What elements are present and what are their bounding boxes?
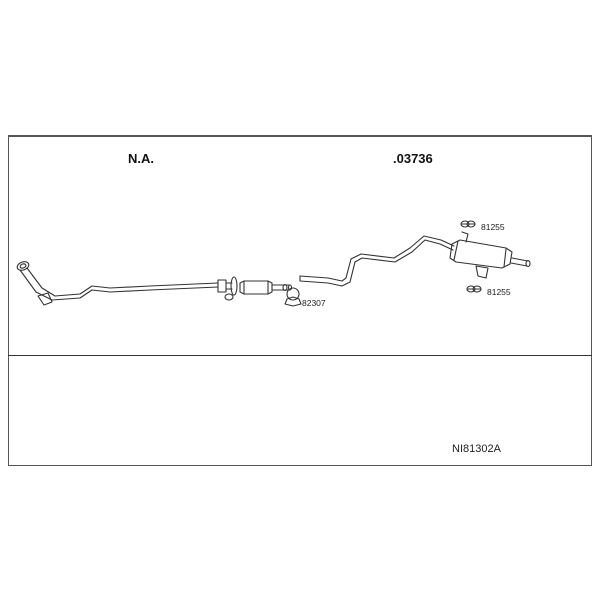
center-silencer <box>239 280 293 295</box>
clamp-81255-bottom <box>466 285 482 293</box>
rear-silencer <box>449 231 531 279</box>
part-number-clamp-bottom: 81255 <box>487 287 511 297</box>
clamp-82307 <box>284 287 302 307</box>
part-number-clamp-top: 81255 <box>481 222 505 232</box>
part-number-clamp-mid: 82307 <box>302 298 326 308</box>
section-label-right: .03736 <box>393 151 433 166</box>
flange-joint <box>217 276 238 301</box>
diagram-code: NI81302A <box>452 443 501 455</box>
rear-pipe <box>299 235 455 287</box>
front-pipe <box>16 261 219 306</box>
section-label-left: N.A. <box>128 151 154 166</box>
clamp-81255-top <box>460 220 476 228</box>
section-divider <box>8 355 592 356</box>
diagram-frame <box>8 135 592 466</box>
